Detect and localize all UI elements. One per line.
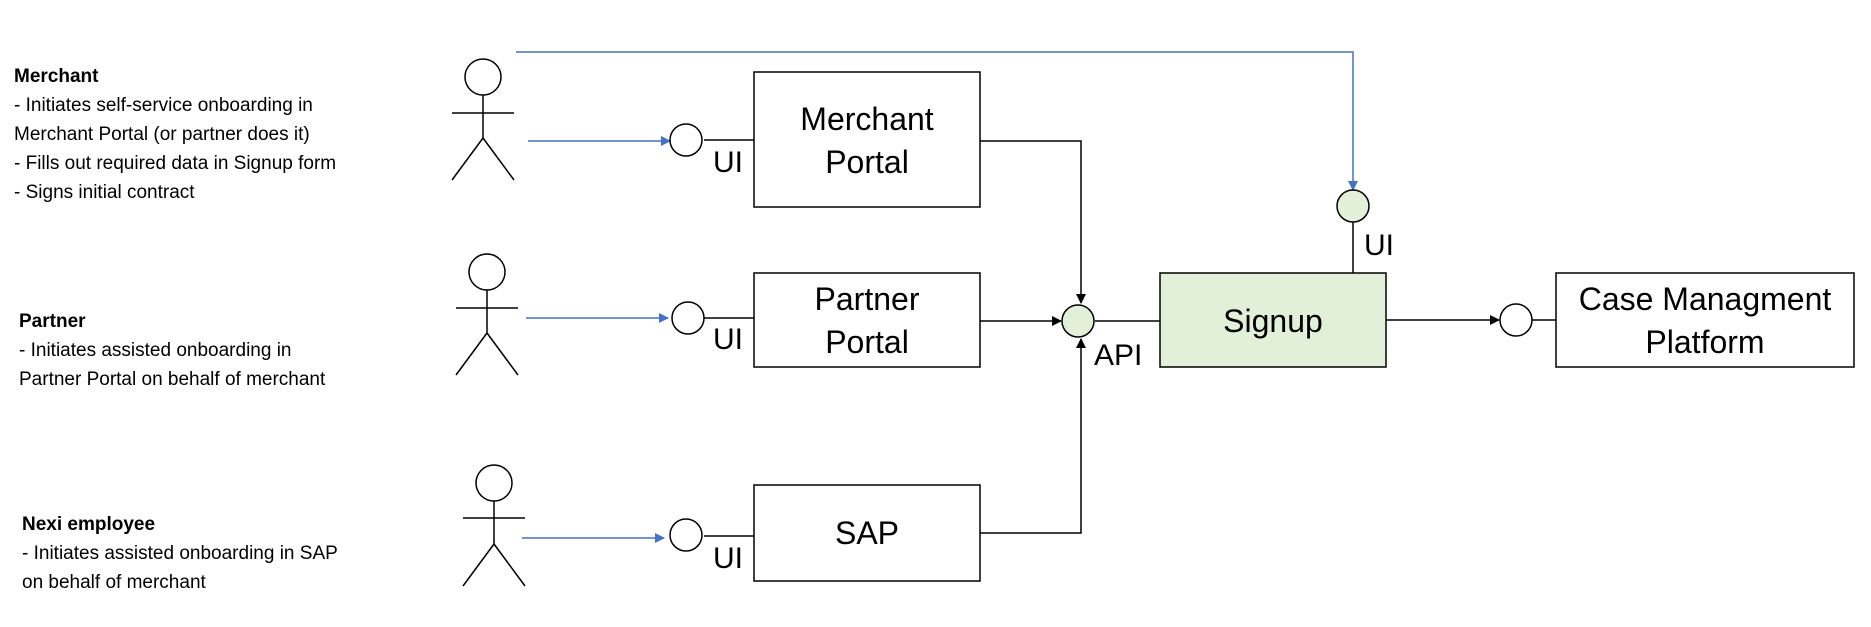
merchant-actor-icon: [451, 58, 515, 181]
partner-desc-line: Partner Portal on behalf of merchant: [19, 369, 326, 390]
merchant-desc-line: - Fills out required data in Signup form: [14, 153, 336, 174]
nexi-employee-actor-name: Nexi employee: [22, 514, 155, 535]
sap-label: SAP: [835, 515, 899, 551]
merchant-portal-box: Merchant Portal: [753, 71, 981, 208]
sap-box: SAP: [753, 484, 981, 582]
merchant-portal-label: Portal: [825, 144, 909, 180]
case-management-interface: [1499, 303, 1533, 337]
sap-ui-label: UI: [713, 542, 743, 575]
merchant-description: Merchant - Initiates self-service onboar…: [14, 66, 336, 203]
nexi-employee-desc-line: on behalf of merchant: [22, 572, 207, 593]
signup-api-interface: [1061, 304, 1095, 338]
merchant-desc-line: - Signs initial contract: [14, 182, 195, 203]
signup-ui-interface: [1336, 189, 1370, 223]
signup-label: Signup: [1223, 303, 1323, 339]
partner-actor-name: Partner: [19, 311, 86, 332]
sap-ui-interface: [669, 518, 703, 552]
partner-desc-line: - Initiates assisted onboarding in: [19, 340, 292, 361]
merchant-portal-label: Merchant: [800, 101, 934, 137]
partner-description: Partner - Initiates assisted onboarding …: [19, 311, 326, 390]
case-management-label: Platform: [1645, 324, 1764, 360]
partner-portal-ui-interface: [671, 301, 705, 335]
case-management-platform-box: Case Managment Platform: [1555, 272, 1855, 368]
signup-ui-label: UI: [1364, 229, 1394, 262]
signup-box: Signup: [1159, 272, 1387, 368]
merchant-portal-ui-interface: [669, 123, 703, 157]
nexi-employee-actor-icon: [462, 464, 526, 587]
merchant-portal-to-api-arrow: [980, 140, 1086, 304]
merchant-desc-line: Merchant Portal (or partner does it): [14, 124, 310, 145]
merchant-portal-ui-label: UI: [713, 146, 743, 179]
partner-portal-box: Partner Portal: [753, 272, 981, 368]
sap-to-api-arrow: [980, 338, 1086, 534]
nexi-employee-description: Nexi employee - Initiates assisted onboa…: [22, 514, 338, 593]
merchant-to-signup-ui-arrow: [516, 51, 1358, 191]
partner-portal-label: Portal: [825, 324, 909, 360]
merchant-desc-line: - Initiates self-service onboarding in: [14, 95, 313, 116]
partner-portal-ui-label: UI: [713, 323, 743, 356]
merchant-actor-name: Merchant: [14, 66, 99, 87]
case-management-label: Case Managment: [1579, 281, 1832, 317]
nexi-employee-desc-line: - Initiates assisted onboarding in SAP: [22, 543, 338, 564]
partner-actor-icon: [455, 253, 519, 376]
partner-portal-label: Partner: [815, 281, 920, 317]
signup-api-label: API: [1094, 339, 1142, 372]
